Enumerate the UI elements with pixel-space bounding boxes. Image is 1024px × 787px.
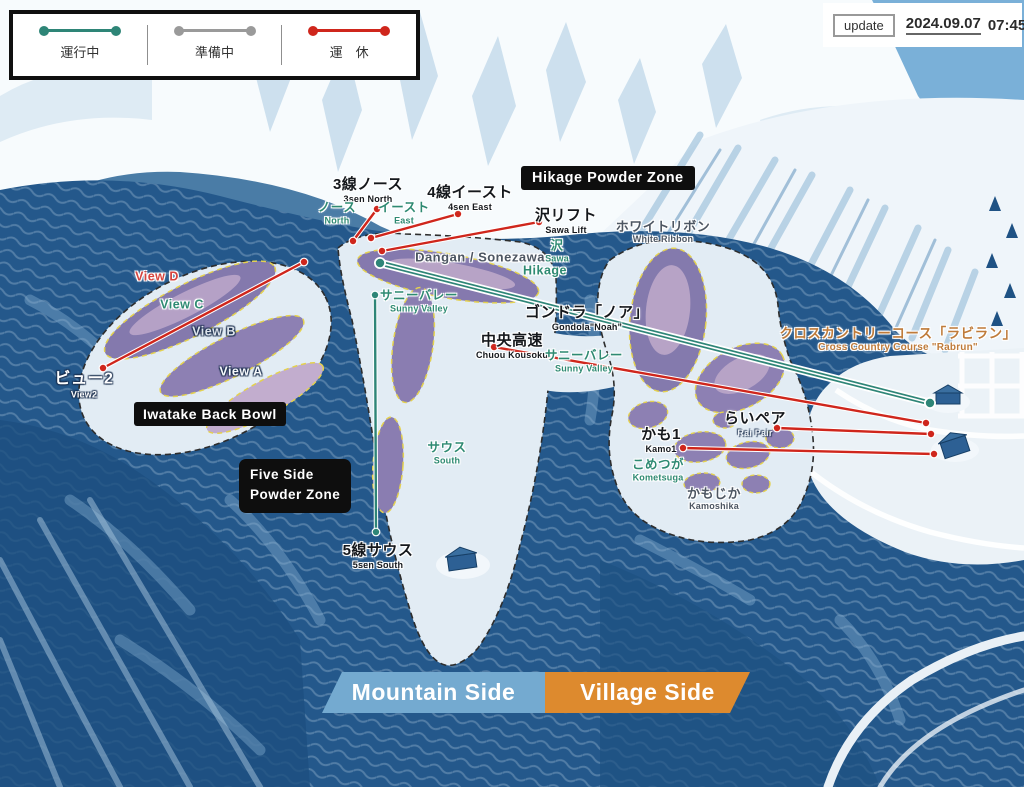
banner-mountain-side: Mountain Side: [322, 672, 545, 713]
update-panel: update 2024.09.07 07:45: [823, 3, 1024, 47]
zone-five-side-line1: Five Side: [250, 467, 314, 482]
map-label-hikage: Hikage: [523, 263, 567, 278]
legend-divider: [146, 25, 148, 65]
banner-village-side: Village Side: [545, 672, 750, 713]
zone-five-side-line2: Powder Zone: [250, 487, 341, 503]
legend-item-preparing: 準備中: [148, 25, 282, 61]
map-label-view-c: View C: [160, 297, 204, 312]
legend-item-operating: 運行中: [13, 25, 147, 61]
legend-divider: [281, 25, 283, 65]
update-button[interactable]: update: [833, 13, 895, 37]
map-label-view-d: View D: [135, 269, 179, 284]
map-label-cross-country: クロスカントリーコース「ラビラン」Cross Country Course "R…: [779, 326, 1017, 354]
trees-right-edge: [986, 196, 1018, 326]
zone-five-side-powder: Five Side Powder Zone: [239, 459, 352, 513]
update-time: 07:45: [987, 16, 1024, 34]
suspended-line-icon: [308, 25, 391, 36]
map-label-view-b: View B: [192, 324, 236, 339]
map-label-view-a: View A: [219, 364, 263, 379]
barn-south: [436, 546, 490, 579]
lift-status-legend: 運行中 準備中 運 休: [9, 10, 420, 80]
zone-iwatake-back-bowl: Iwatake Back Bowl: [134, 402, 286, 426]
preparing-line-icon: [173, 25, 256, 36]
legend-label-operating: 運行中: [60, 45, 100, 60]
map-label-dangan-sonezawa: Dangan / Sonezawa: [415, 249, 545, 265]
operating-line-icon: [38, 25, 121, 36]
map-label-gondola-noah: ゴンドラ「ノア」Gondola"Noah": [524, 303, 650, 332]
zone-hikage-powder: Hikage Powder Zone: [521, 166, 695, 190]
barn-village: [931, 432, 979, 462]
legend-label-suspended: 運 休: [329, 45, 369, 60]
house-village: [926, 384, 970, 413]
legend-label-preparing: 準備中: [195, 45, 235, 60]
update-date: 2024.09.07: [905, 15, 981, 35]
legend-item-suspended: 運 休: [282, 25, 416, 61]
